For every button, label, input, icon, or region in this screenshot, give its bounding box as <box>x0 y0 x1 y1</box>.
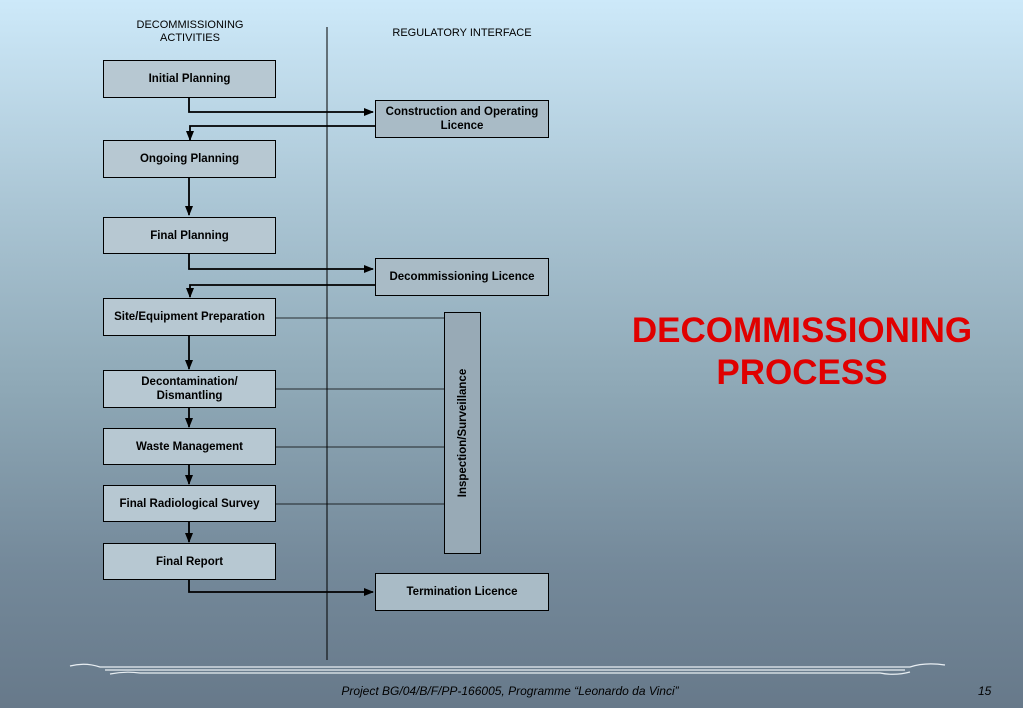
footer-project-text: Project BG/04/B/F/PP-166005, Programme “… <box>341 684 679 698</box>
step-ongoing-planning: Ongoing Planning <box>103 140 276 178</box>
arrow-initial-to-construction <box>188 97 374 116</box>
termination-licence: Termination Licence <box>375 573 549 611</box>
decommissioning-licence: Decommissioning Licence <box>375 258 549 296</box>
slide-title-line1: DECOMMISSIONING <box>631 311 973 350</box>
step-final-report: Final Report <box>103 543 276 580</box>
activities-header: DECOMMISSIONING ACTIVITIES <box>136 19 244 44</box>
slide-title-line2: PROCESS <box>716 353 888 392</box>
inspection-surveillance-label: Inspection/Surveillance <box>456 368 469 498</box>
arrow-final-to-decommissioning <box>188 253 374 273</box>
arrow-report-to-termination <box>188 580 374 596</box>
step-final-planning: Final Planning <box>103 217 276 254</box>
step-site-preparation: Site/Equipment Preparation <box>103 298 276 336</box>
step-initial-planning: Initial Planning <box>103 60 276 98</box>
step-decontamination: Decontamination/ Dismantling <box>103 370 276 408</box>
inspection-surveillance-box: Inspection/Surveillance <box>444 312 481 554</box>
construction-operating-licence: Construction and Operating Licence <box>375 100 549 138</box>
slide-title: DECOMMISSIONING PROCESS <box>612 310 992 394</box>
step-waste-management: Waste Management <box>103 428 276 465</box>
step-final-survey: Final Radiological Survey <box>103 485 276 522</box>
regulatory-header: REGULATORY INTERFACE <box>392 27 532 39</box>
page-number: 15 <box>978 684 992 698</box>
footer-swoosh <box>69 663 946 675</box>
